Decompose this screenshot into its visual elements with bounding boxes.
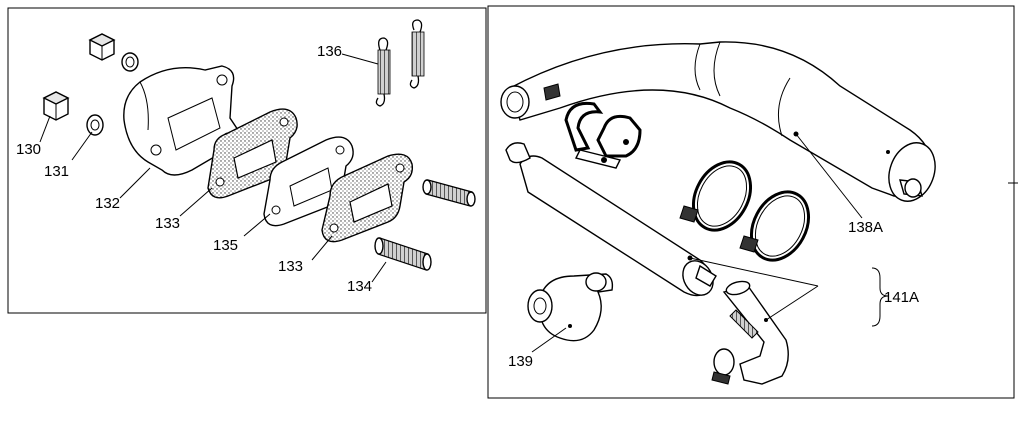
- nut-upper: [88, 33, 116, 61]
- callout-141a: 141A: [884, 289, 919, 306]
- washer-131: [86, 114, 104, 136]
- stud-134: [374, 237, 432, 271]
- left-panel: 130 131 132 133 135 133 134 136: [7, 7, 487, 314]
- end-cap-139: [527, 272, 614, 342]
- right-panel-frame: [487, 5, 1015, 399]
- callout-132: 132: [95, 195, 120, 212]
- callout-139: 139: [508, 353, 533, 370]
- spring-136-right: [409, 19, 425, 89]
- hose-clamp-upper: [679, 160, 753, 232]
- washer-upper: [121, 52, 139, 72]
- muffler-bracket: [564, 101, 642, 169]
- silencer-can: [505, 142, 717, 297]
- callout-135: 135: [213, 237, 238, 254]
- leader-lines-left: [39, 53, 387, 283]
- header-pipe: [711, 280, 789, 385]
- callout-133-second: 133: [278, 258, 303, 275]
- muffler-138a: [500, 41, 936, 202]
- callout-133-first: 133: [155, 215, 180, 232]
- right-panel: 138A 139 141A: [487, 5, 1018, 399]
- nut-130: [42, 91, 70, 121]
- callout-130: 130: [16, 141, 41, 158]
- callout-136: 136: [317, 43, 342, 60]
- spring-136-left: [375, 37, 391, 107]
- hose-clamp-lower: [739, 190, 811, 262]
- left-panel-frame: [7, 7, 487, 314]
- callout-131: 131: [44, 163, 69, 180]
- gasket-133-second: [321, 153, 414, 243]
- stud-upper: [422, 179, 476, 207]
- callout-134: 134: [347, 278, 372, 295]
- leader-lines-right: [531, 133, 889, 353]
- callout-138a: 138A: [848, 219, 883, 236]
